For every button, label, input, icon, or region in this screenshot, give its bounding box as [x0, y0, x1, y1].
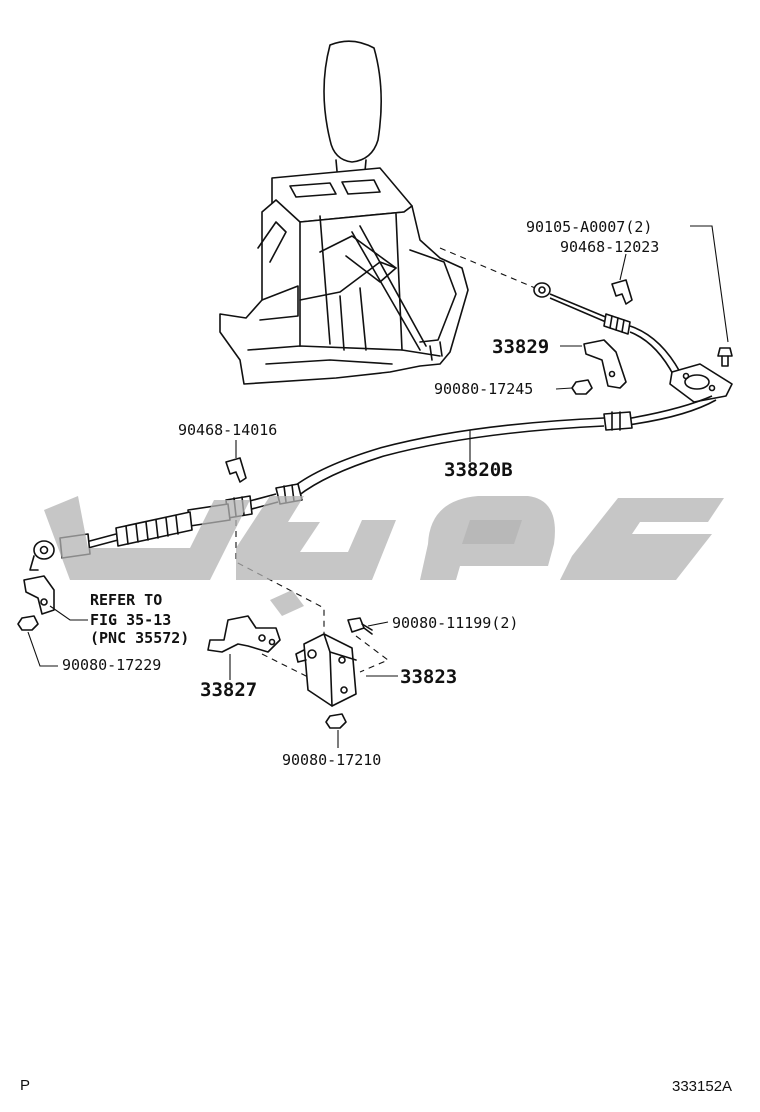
footer-figure-code: 333152A	[672, 1078, 733, 1095]
note-refer-line2: FIG 35-13	[90, 611, 171, 629]
nut-icon	[325, 713, 347, 729]
note-refer-line3: (PNC 35572)	[90, 629, 189, 647]
label-90080-17210: 90080-17210	[282, 751, 381, 769]
clip-icon	[225, 457, 247, 483]
dash-lever-to-cable	[439, 247, 541, 291]
bracket-left	[23, 575, 55, 615]
dash-bolt-to-mount	[355, 635, 390, 673]
watermark-logo	[44, 496, 724, 616]
leader-lines	[27, 225, 729, 748]
label-33829: 33829	[492, 336, 549, 358]
label-90080-11199: 90080-11199(2)	[392, 614, 518, 632]
bolt-icon	[717, 347, 733, 367]
clip-icon	[611, 279, 633, 305]
bracket-33829	[583, 339, 627, 389]
mount-33823	[295, 633, 357, 707]
dash-cable-to-bracket	[235, 520, 325, 634]
label-33823: 33823	[400, 666, 457, 688]
label-33820B: 33820B	[444, 459, 513, 481]
label-33827: 33827	[200, 679, 257, 701]
bracket-33827	[207, 615, 281, 653]
shift-lever-assembly	[219, 40, 469, 385]
label-90105-A0007: 90105-A0007(2)	[526, 218, 652, 236]
bolt-icon	[347, 617, 373, 635]
label-90080-17229: 90080-17229	[62, 656, 161, 674]
label-90468-12023: 90468-12023	[560, 238, 659, 256]
nut-icon	[571, 379, 593, 395]
label-90080-17245: 90080-17245	[434, 380, 533, 398]
upper-cable-end	[533, 282, 733, 403]
label-90468-14016: 90468-14016	[178, 421, 277, 439]
note-refer-line1: REFER TO	[90, 591, 162, 609]
nut-icon	[17, 615, 39, 631]
footer-left-mark: P	[20, 1077, 31, 1094]
part-labels: 90105-A0007(2) 90468-12023 33829 90080-1…	[62, 218, 659, 769]
